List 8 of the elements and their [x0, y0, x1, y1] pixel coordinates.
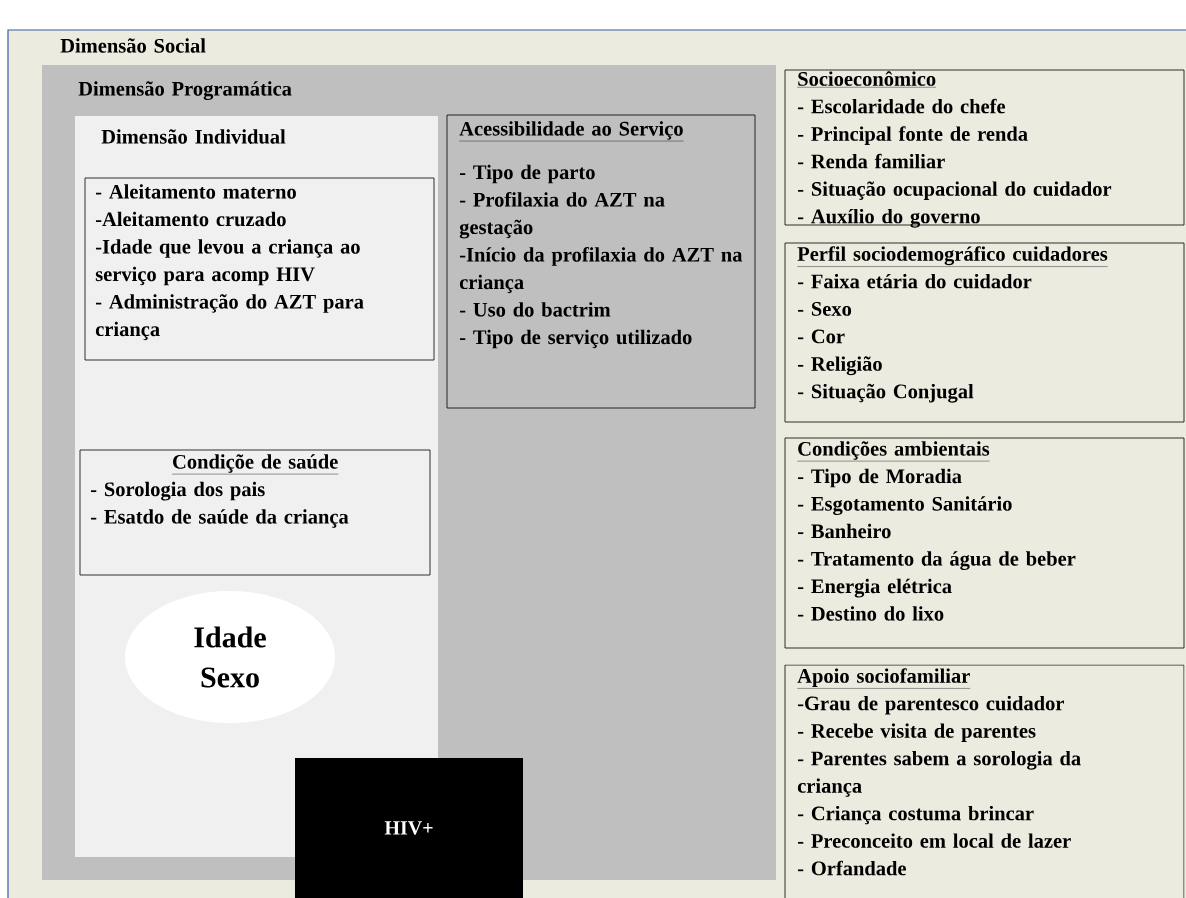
list-box: Condições ambientais - Tipo de Moradia - Esgotamento Sanitário - Banheiro - Tratamento da água de beber - Energia elétrica - Destino do lixo: [784, 437, 1185, 649]
list-box: Acessibilidade ao Serviço - Tipo de parto - Profilaxia do AZT na gestação -Início da profilaxia do AZT na criança - Uso do bactrim - Tipo de serviço utilizado: [446, 114, 756, 409]
list-box: - Aleitamento materno -Aleitamento cruzado -Idade que levou a criança ao serviço para acomp HIV - Administração do AZT para criança: [84, 177, 435, 361]
list-box: Socioeconômico - Escolaridade do chefe - Principal fonte de renda - Renda familiar - Situação ocupacional do cuidador - Auxílio do governo: [784, 69, 1185, 228]
list-box: Apoio sociofamiliar -Grau de parentesco cuidador - Recebe visita de parentes - Parentes sabem a sorologia da criança - Criança costuma brincar - Preconceito em local de lazer - Orfandade: [784, 664, 1185, 898]
list-box: Condiçõe de saúde - Sorologia dos pais - Esatdo de saúde da criança: [79, 449, 431, 576]
list-box: Perfil sociodemográfico cuidadores - Faixa etária do cuidador - Sexo - Cor - Religião - Situação Conjugal: [784, 242, 1185, 423]
label-box: HIV+: [295, 758, 523, 898]
